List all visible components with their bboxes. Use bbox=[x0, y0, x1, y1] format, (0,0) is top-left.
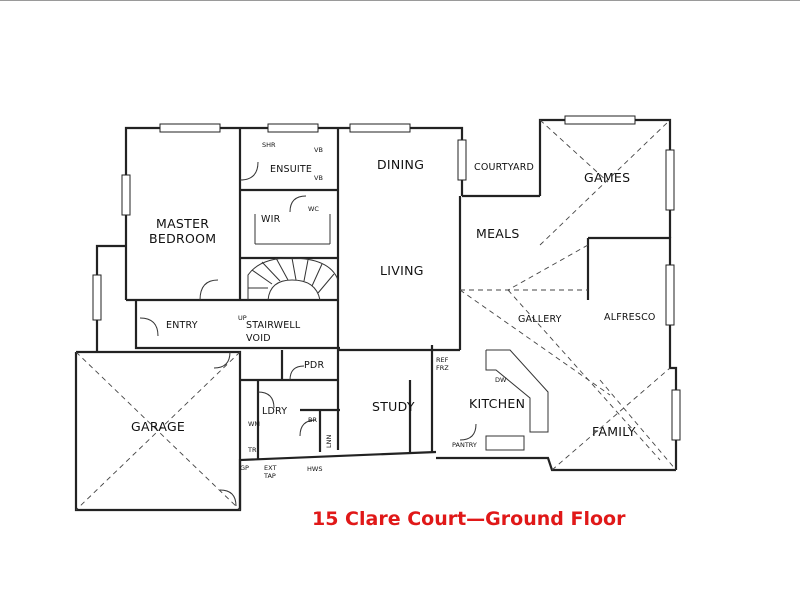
label-gp: GP bbox=[240, 464, 249, 472]
label-ldry: LDRY bbox=[262, 406, 287, 417]
label-study: STUDY bbox=[372, 399, 415, 414]
doors bbox=[139, 161, 477, 507]
label-pantry: PANTRY bbox=[452, 441, 477, 449]
label-frz: FRZ bbox=[436, 364, 449, 372]
label-void: VOID bbox=[246, 333, 271, 344]
label-dining: DINING bbox=[377, 157, 424, 172]
top-border-line bbox=[0, 0, 800, 1]
label-family: FAMILY bbox=[592, 424, 636, 439]
label-living: LIVING bbox=[380, 263, 424, 278]
label-ref: REF bbox=[436, 356, 449, 364]
label-kitchen: KITCHEN bbox=[469, 396, 525, 411]
label-bedroom: BEDROOM bbox=[149, 231, 216, 246]
label-lnn: LNN bbox=[325, 435, 333, 448]
label-master: MASTER bbox=[156, 216, 209, 231]
label-stairwell: STAIRWELL bbox=[246, 320, 301, 331]
plan-caption: 15 Clare Court—Ground Floor bbox=[312, 508, 626, 530]
label-entry: ENTRY bbox=[166, 320, 198, 331]
label-games: GAMES bbox=[584, 170, 630, 185]
interior-walls bbox=[126, 128, 590, 460]
label-up: UP bbox=[238, 314, 247, 322]
staircase bbox=[247, 257, 339, 301]
kitchen-bench bbox=[485, 349, 549, 451]
label-dw: DW bbox=[495, 376, 507, 384]
label-wc: WC bbox=[308, 205, 319, 213]
label-br: BR bbox=[308, 416, 317, 424]
room-labels: MASTER BEDROOM ENSUITE SHR VB VB WIR WC … bbox=[131, 141, 656, 480]
label-tap: TAP bbox=[263, 472, 276, 480]
label-tr: TR bbox=[247, 446, 257, 454]
roof-lines bbox=[75, 119, 677, 511]
label-vb-1: VB bbox=[314, 146, 323, 154]
label-shr: SHR bbox=[262, 141, 276, 149]
label-ext: EXT bbox=[264, 464, 276, 472]
label-pdr: PDR bbox=[304, 360, 324, 371]
label-ensuite: ENSUITE bbox=[270, 164, 312, 175]
windows bbox=[92, 115, 681, 441]
label-courtyard: COURTYARD bbox=[474, 162, 534, 173]
label-wm: WM bbox=[248, 420, 260, 428]
label-wir: WIR bbox=[261, 214, 281, 225]
label-alfresco: ALFRESCO bbox=[604, 312, 656, 323]
label-garage: GARAGE bbox=[131, 419, 185, 434]
label-gallery: GALLERY bbox=[518, 314, 562, 325]
label-hws: HWS bbox=[307, 465, 322, 473]
label-vb-2: VB bbox=[314, 174, 323, 182]
label-meals: MEALS bbox=[476, 226, 520, 241]
